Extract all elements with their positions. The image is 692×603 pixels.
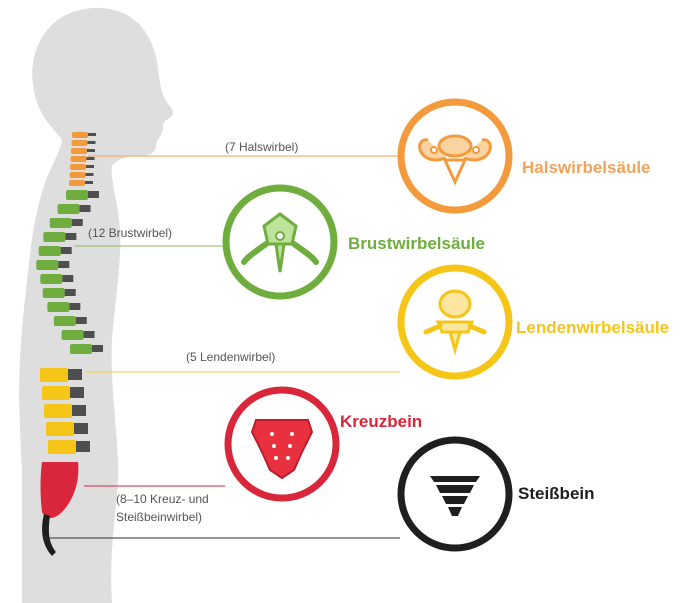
cervical-vertebra-process (88, 141, 96, 144)
thoracic-vertebra (62, 330, 84, 340)
thoracic-vertebra (43, 232, 65, 242)
thoracic-vertebra (47, 302, 69, 312)
cervical-vertebra (70, 164, 86, 170)
thoracic-vertebra (50, 218, 72, 228)
cervical-vertebra-process (86, 165, 94, 168)
cervical-vertebra (70, 172, 86, 178)
thoracic-vertebra-process (62, 275, 73, 282)
thoracic-vertebra-process (58, 261, 69, 268)
lumbar-vertebra (48, 440, 76, 454)
thoracic-vertebra-process (88, 191, 99, 198)
thoracic-vertebra (43, 288, 65, 298)
lumbar-vertebra-process (76, 441, 90, 452)
lumbar-vertebra (40, 368, 68, 382)
lumbar-vertebra (44, 404, 72, 418)
cervical-vertebra-process (85, 181, 93, 184)
kreuzbein-title: Kreuzbein (340, 412, 422, 432)
lumbar-vertebra-process (72, 405, 86, 416)
thoracic-vertebra-process (69, 303, 80, 310)
halswirbelsaeule-title: Halswirbelsäule (522, 158, 651, 178)
lendenwirbelsaeule-title: Lendenwirbelsäule (516, 318, 669, 338)
lumbar-vertebra (46, 422, 74, 436)
lumbar-vertebra-process (68, 369, 82, 380)
thoracic-vertebra-process (72, 219, 83, 226)
cervical-vertebra (69, 180, 85, 186)
halswirbel-circle (401, 102, 509, 210)
cervical-vertebra-process (87, 149, 95, 152)
cervical-vertebra-process (87, 157, 95, 160)
cervical-vertebra (72, 132, 88, 138)
thoracic-vertebra (39, 246, 61, 256)
halswirbel-count-label: (7 Halswirbel) (225, 140, 298, 154)
cervical-vertebra (72, 140, 88, 146)
thoracic-vertebra (36, 260, 58, 270)
lumbar-vertebra-process (74, 423, 88, 434)
cervical-vertebra (71, 148, 87, 154)
kreuzbein-count-line1: (8–10 Kreuz- und (116, 492, 209, 506)
lendenwirbel-count-label: (5 Lendenwirbel) (186, 350, 275, 364)
cervical-vertebra (71, 156, 87, 162)
thoracic-vertebra (66, 190, 88, 200)
brustwirbelsaeule-title: Brustwirbelsäule (348, 234, 485, 254)
kreuzbein-count-line2: Steißbeinwirbel) (116, 510, 202, 524)
thoracic-vertebra-process (84, 331, 95, 338)
thoracic-vertebra (40, 274, 62, 284)
brustwirbel-count-label: (12 Brustwirbel) (88, 226, 172, 240)
cervical-vertebra-process (88, 133, 96, 136)
lendenwirbel-circle (401, 268, 509, 376)
thoracic-vertebra-process (65, 289, 76, 296)
steissbein-title: Steißbein (518, 484, 595, 504)
thoracic-vertebra (58, 204, 80, 214)
steissbein-circle (401, 440, 509, 548)
thoracic-vertebra-process (92, 345, 103, 352)
lumbar-vertebra (42, 386, 70, 400)
thoracic-vertebra-process (80, 205, 91, 212)
brustwirbel-circle (226, 188, 334, 296)
thoracic-vertebra-process (65, 233, 76, 240)
lumbar-vertebra-process (70, 387, 84, 398)
thoracic-vertebra-process (61, 247, 72, 254)
cervical-vertebra-process (86, 173, 94, 176)
thoracic-vertebra (70, 344, 92, 354)
kreuzbein-circle (228, 390, 336, 498)
thoracic-vertebra (54, 316, 76, 326)
thoracic-vertebra-process (76, 317, 87, 324)
